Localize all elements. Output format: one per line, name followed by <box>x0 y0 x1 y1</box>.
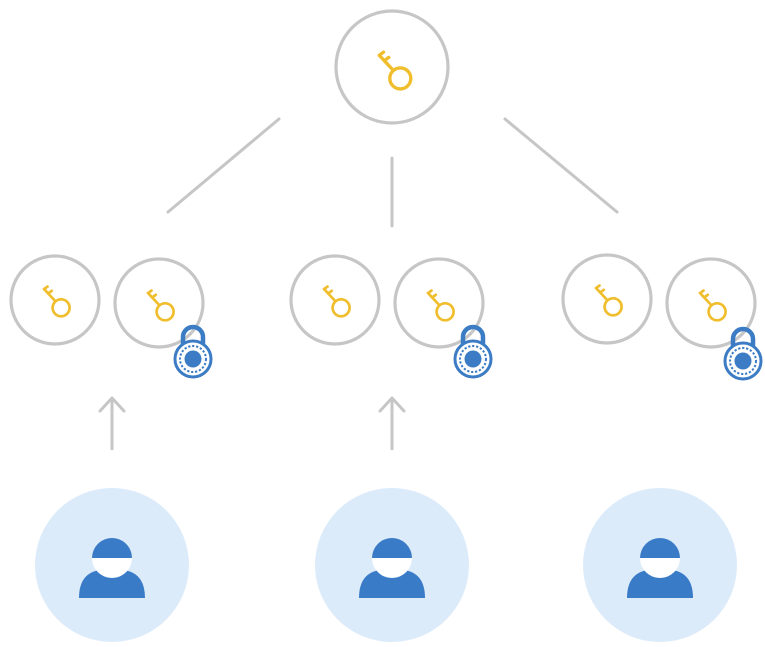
branch-node-group-3 <box>561 253 763 381</box>
branch-node-group-1 <box>9 254 213 379</box>
padlock-icon <box>173 324 213 379</box>
user-node-2 <box>315 488 469 642</box>
padlock-icon <box>723 326 763 381</box>
user-avatar-icon <box>627 538 693 598</box>
arrow-up-icon <box>98 396 126 450</box>
user-node-3 <box>583 488 737 642</box>
user-avatar-icon <box>359 538 425 598</box>
padlock-icon <box>453 324 493 379</box>
branch-node-group-2 <box>289 254 493 379</box>
root-key-node <box>334 9 450 125</box>
arrow-up-icon <box>378 396 406 450</box>
connector-line-left <box>166 117 281 214</box>
user-node-1 <box>35 488 189 642</box>
connector-line-right <box>503 117 619 214</box>
user-avatar-icon <box>79 538 145 598</box>
